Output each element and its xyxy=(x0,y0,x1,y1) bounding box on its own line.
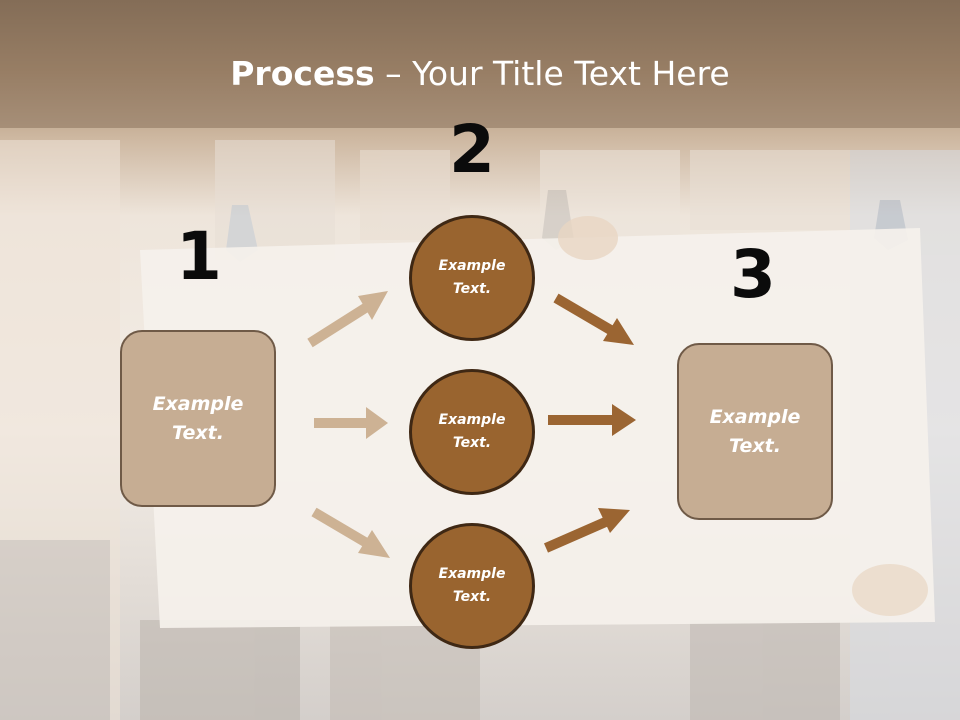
title-rest: – Your Title Text Here xyxy=(374,54,730,93)
right-box-line-1: Example xyxy=(709,405,801,428)
step-number-1: 1 xyxy=(176,218,222,295)
circle-bottom-line-2: Text. xyxy=(452,589,492,605)
step-number-2: 2 xyxy=(449,111,495,188)
arrow-right-top xyxy=(553,293,634,345)
left-step-box: Example Text. xyxy=(120,330,276,507)
circle-middle-line-1: Example xyxy=(438,412,506,428)
left-box-line-2: Text. xyxy=(172,421,224,444)
circle-top-line-1: Example xyxy=(438,258,506,274)
title-bold: Process xyxy=(230,54,375,93)
slide-title: Process – Your Title Text Here xyxy=(0,52,960,96)
circle-middle: Example Text. xyxy=(409,369,535,495)
arrow-left-top xyxy=(307,291,388,348)
right-box-line-2: Text. xyxy=(729,434,781,457)
circle-top-line-2: Text. xyxy=(452,281,492,297)
step-number-3: 3 xyxy=(730,236,776,313)
arrow-right-bottom xyxy=(543,508,630,553)
circle-middle-line-2: Text. xyxy=(452,435,492,451)
arrow-left-bottom xyxy=(311,507,390,558)
left-box-line-1: Example xyxy=(152,392,244,415)
circle-bottom: Example Text. xyxy=(409,523,535,649)
circle-top: Example Text. xyxy=(409,215,535,341)
right-step-box: Example Text. xyxy=(677,343,833,520)
arrow-right-middle xyxy=(548,404,636,436)
arrow-left-middle xyxy=(314,407,388,439)
circle-bottom-line-1: Example xyxy=(438,566,506,582)
